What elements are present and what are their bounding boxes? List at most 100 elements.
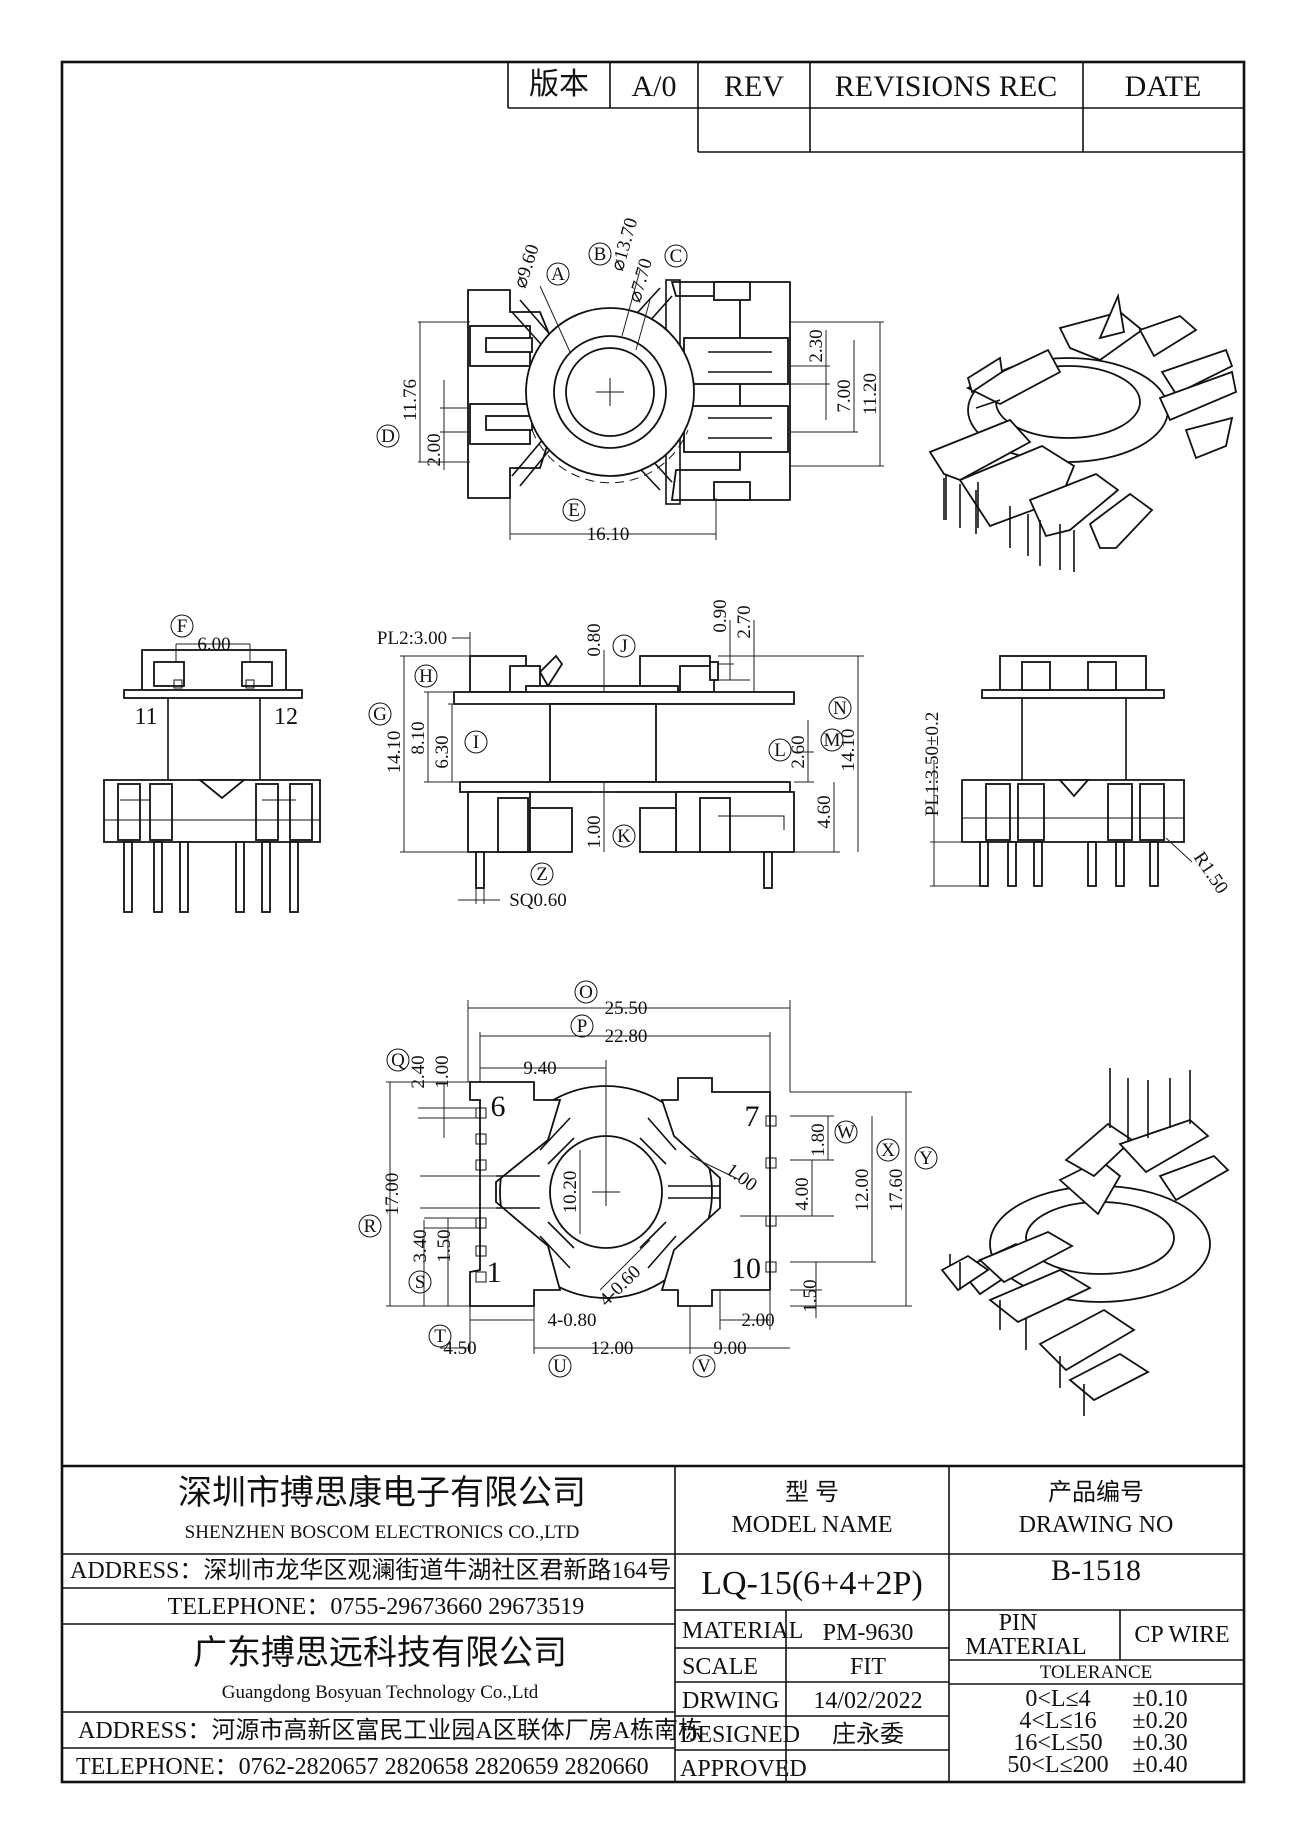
- dim-g: 14.10: [384, 731, 405, 774]
- callout-w: W: [834, 1120, 858, 1144]
- svg-text:W: W: [837, 1122, 855, 1143]
- dim-q-1: 2.40: [408, 1055, 429, 1088]
- dim-d-outer: 11.76: [400, 379, 421, 421]
- dim-x: 12.00: [852, 1169, 873, 1212]
- dim-i: 6.30: [432, 735, 453, 768]
- svg-text:B: B: [594, 244, 607, 265]
- dim-top-1: 0.90: [710, 599, 731, 632]
- dim-d-inner: 2.00: [424, 433, 445, 466]
- telephone-1: TELEPHONE：0755-29673660 29673519: [168, 1594, 585, 1620]
- right-side-view: PL1:3.50±0.2 R1.50: [922, 655, 1232, 898]
- designed-label: DESIGNED: [680, 1722, 800, 1748]
- svg-text:S: S: [415, 1272, 426, 1293]
- date-header: DATE: [1125, 70, 1202, 103]
- dim-f: 6.00: [197, 634, 230, 655]
- svg-text:L: L: [774, 740, 786, 761]
- dim-s-1: 3.40: [410, 1229, 431, 1262]
- callout-h: H: [414, 664, 438, 688]
- dim-400: 4.00: [792, 1177, 813, 1210]
- dim-center: 10.20: [560, 1171, 581, 1214]
- svg-text:J: J: [620, 636, 627, 657]
- callout-a: A: [546, 262, 570, 286]
- version-value: A/0: [632, 70, 677, 103]
- bottom-view: 25.50 22.80 9.40 2.40 1.00 17.00 3.40 1.…: [382, 998, 912, 1359]
- pin-label-10: 10: [731, 1252, 761, 1285]
- pin-label-1: PIN: [999, 1610, 1038, 1636]
- approved-label: APPROVED: [680, 1756, 807, 1782]
- isometric-view-top: [928, 292, 1238, 572]
- dim-pl1: PL1:3.50±0.2: [922, 712, 943, 816]
- drwing-label: DRWING: [682, 1688, 779, 1714]
- company2-cn: 广东搏思远科技有限公司: [193, 1634, 567, 1672]
- dim-n: 14.10: [838, 729, 859, 772]
- material-label: MATERIAL: [682, 1618, 803, 1644]
- callout-g: G: [368, 702, 392, 726]
- tolerance-range: 16<L≤50: [1013, 1730, 1102, 1756]
- rev-header: REV: [724, 70, 784, 103]
- dim-right-1: 2.30: [806, 329, 827, 362]
- scale-label: SCALE: [682, 1654, 758, 1680]
- title-block: 深圳市搏思康电子有限公司 SHENZHEN BOSCOM ELECTRONICS…: [62, 1464, 1244, 1782]
- model-value: LQ-15(6+4+2P): [701, 1565, 923, 1602]
- dim-h: 8.10: [408, 721, 429, 754]
- model-label-en: MODEL NAME: [731, 1512, 892, 1538]
- tolerance-value: ±0.40: [1132, 1752, 1187, 1778]
- scale-value: FIT: [850, 1654, 886, 1680]
- address-1: ADDRESS：深圳市龙华区观澜街道牛湖社区君新路164号: [70, 1557, 671, 1584]
- svg-text:X: X: [881, 1140, 895, 1161]
- dim-v: 9.00: [713, 1338, 746, 1359]
- callout-x: X: [876, 1138, 900, 1162]
- material-value: PM-9630: [823, 1620, 914, 1646]
- svg-text:K: K: [617, 826, 631, 847]
- drawing-label-en: DRAWING NO: [1019, 1512, 1174, 1538]
- svg-text:V: V: [697, 1356, 711, 1377]
- dim-o: 25.50: [605, 998, 648, 1019]
- designed-value: 庄永委: [832, 1721, 904, 1748]
- dim-w: 1.80: [808, 1123, 829, 1156]
- pin-label-12: 12: [274, 704, 298, 730]
- dim-pl2: PL2:3.00: [377, 628, 447, 649]
- tolerance-range: 4<L≤16: [1019, 1708, 1096, 1734]
- dim-480: 4-0.80: [547, 1310, 596, 1331]
- svg-text:H: H: [419, 666, 433, 687]
- drawing-value: B-1518: [1051, 1554, 1141, 1587]
- callout-z: Z: [530, 862, 554, 886]
- pin-label-11: 11: [134, 704, 157, 730]
- company2-en: Guangdong Bosyuan Technology Co.,Ltd: [222, 1682, 539, 1703]
- revision-block: 版本 A/0 REV REVISIONS REC DATE: [507, 62, 1244, 153]
- svg-text:C: C: [670, 246, 683, 267]
- callout-j: J: [612, 634, 636, 658]
- callout-r: R: [358, 1214, 382, 1238]
- svg-text:Z: Z: [536, 864, 548, 885]
- dim-k: 1.00: [584, 815, 605, 848]
- isometric-view-bottom: [940, 1068, 1230, 1416]
- callout-i: I: [464, 730, 488, 754]
- dim-top-2: 2.70: [734, 605, 755, 638]
- tolerance-range: 0<L≤4: [1025, 1686, 1090, 1712]
- tolerance-value: ±0.20: [1132, 1708, 1187, 1734]
- dim-a: ⌀9.60: [510, 242, 544, 291]
- callout-d: D: [376, 424, 400, 448]
- callout-n: N: [828, 696, 852, 720]
- dim-150: 1.50: [800, 1279, 821, 1312]
- svg-text:E: E: [568, 500, 580, 521]
- callout-m: M: [820, 728, 844, 752]
- dim-r: 17.00: [382, 1173, 403, 1216]
- revisions-header: REVISIONS REC: [835, 70, 1058, 103]
- callout-q: Q: [386, 1048, 410, 1072]
- tolerance-value: ±0.30: [1132, 1730, 1187, 1756]
- drwing-value: 14/02/2022: [813, 1688, 922, 1714]
- svg-text:N: N: [833, 698, 847, 719]
- callout-p: P: [570, 1014, 594, 1038]
- dim-p: 22.80: [605, 1026, 648, 1047]
- callout-u: U: [548, 1354, 572, 1378]
- model-label-cn: 型 号: [785, 1479, 839, 1506]
- dim-radius: R1.50: [1189, 848, 1232, 898]
- callout-s: S: [408, 1270, 432, 1294]
- svg-text:P: P: [577, 1016, 588, 1037]
- dim-e: 16.10: [587, 524, 630, 545]
- svg-text:U: U: [553, 1356, 567, 1377]
- dim-t: 4.50: [443, 1338, 476, 1359]
- address-2: ADDRESS：河源市高新区富民工业园A区联体厂房A栋南栋: [78, 1717, 702, 1744]
